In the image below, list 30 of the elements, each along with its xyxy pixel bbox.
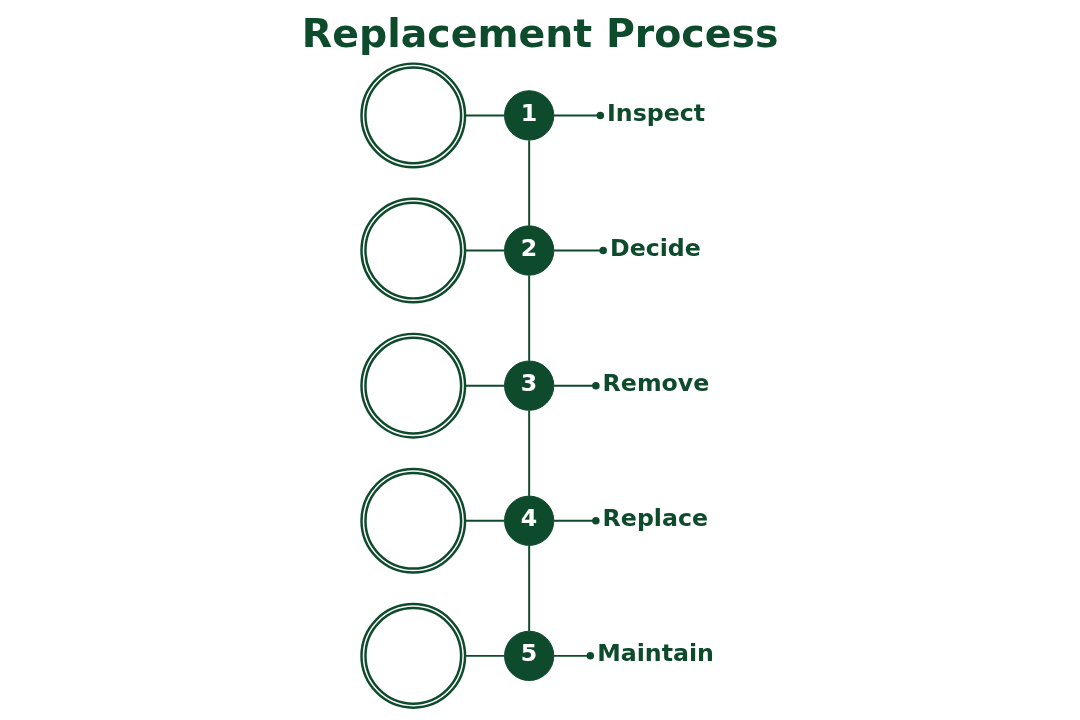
node-text: Inspect	[606, 98, 705, 127]
connector	[463, 249, 505, 252]
connector	[463, 114, 505, 117]
connector	[552, 517, 600, 525]
connector	[527, 544, 530, 633]
connector	[552, 652, 594, 660]
connector	[527, 139, 530, 227]
connector	[527, 409, 530, 497]
node-picture	[359, 197, 466, 304]
node-circle: 2	[503, 225, 554, 276]
node-picture	[359, 602, 466, 709]
connector	[463, 654, 505, 657]
node-picture	[359, 62, 466, 169]
connector	[463, 384, 505, 387]
node-text: Maintain	[596, 638, 714, 667]
connector	[552, 381, 600, 390]
node-text: Remove	[602, 368, 709, 397]
node-circle: 3	[503, 360, 554, 411]
node-text: Decide	[609, 233, 701, 262]
node-circle: 1	[503, 90, 554, 141]
node-picture	[359, 467, 466, 574]
node-text: Replace	[602, 503, 708, 532]
connector	[552, 246, 607, 255]
node-picture	[359, 332, 466, 439]
connector	[527, 274, 530, 362]
node-circle: 5	[503, 630, 554, 681]
diagram-title: Replacement Process	[301, 9, 778, 56]
connector	[463, 519, 505, 522]
node-circle: 4	[503, 495, 554, 546]
connector	[552, 111, 604, 120]
